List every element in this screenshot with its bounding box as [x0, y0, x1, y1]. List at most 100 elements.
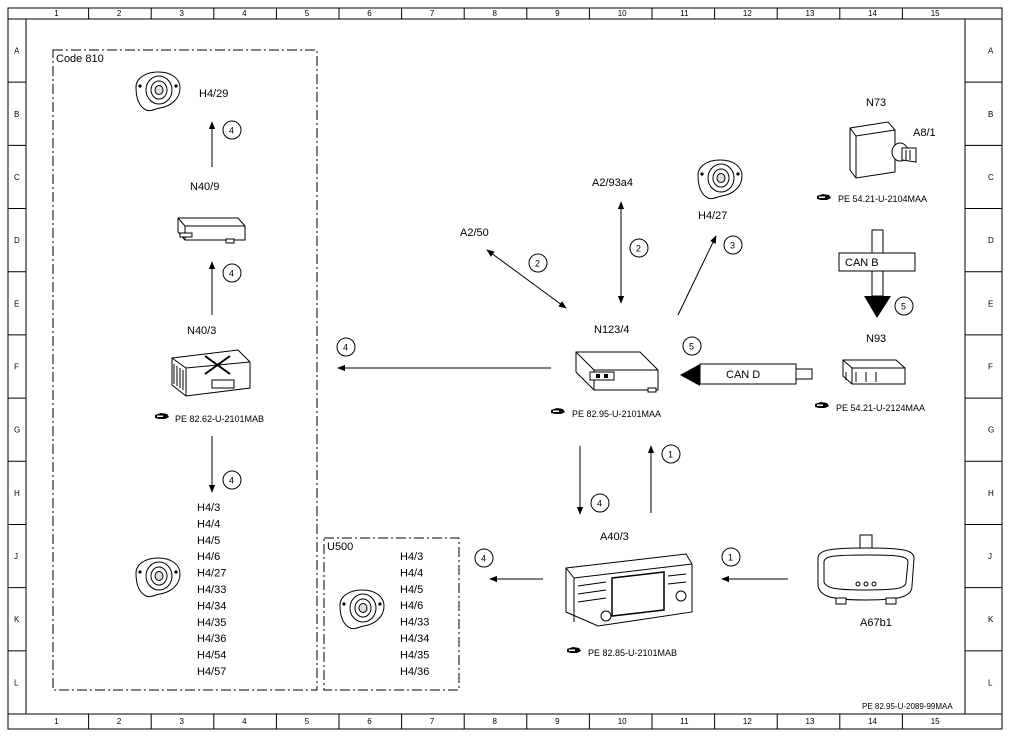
- row-label-right: B: [988, 110, 993, 119]
- marker-4-c: 4: [229, 476, 234, 486]
- marker-4-f: 4: [481, 554, 486, 564]
- label-a67b1: A67b1: [860, 617, 892, 629]
- mirror-microphone-a67b1-icon: [817, 534, 915, 605]
- grid-ticks: [8, 8, 1002, 729]
- grid-labels: 1122334455667788991010111112121313141415…: [14, 9, 994, 726]
- column-label-bottom: 8: [493, 717, 498, 726]
- ref-n73: PE 54.21-U-2104MAA: [838, 194, 927, 204]
- row-label-left: F: [14, 363, 19, 372]
- footer-document-id: PE 82.95-U-2089-99MAA: [862, 702, 953, 711]
- column-label-bottom: 2: [117, 717, 122, 726]
- column-label-top: 13: [806, 9, 815, 18]
- label-h4-29: H4/29: [199, 88, 228, 100]
- column-label-bottom: 6: [367, 717, 372, 726]
- label-h4-27: H4/27: [698, 210, 727, 222]
- code810-label: Code 810: [56, 53, 104, 65]
- marker-2-b: 2: [535, 259, 540, 269]
- row-label-left: H: [14, 489, 20, 498]
- label-a8-1: A8/1: [913, 127, 936, 139]
- label-a2-50: A2/50: [460, 227, 489, 239]
- marker-5-b: 5: [689, 342, 694, 352]
- speaker-list-item: H4/3: [400, 551, 423, 563]
- column-label-bottom: 11: [680, 717, 689, 726]
- column-label-bottom: 10: [618, 717, 627, 726]
- row-label-left: J: [14, 552, 18, 561]
- row-label-right: E: [988, 299, 993, 308]
- speaker-h4-29-icon: [135, 71, 181, 112]
- column-label-top: 10: [618, 9, 627, 18]
- speaker-list-item: H4/4: [197, 518, 220, 530]
- speaker-h4-27-icon: [697, 159, 743, 200]
- marker-4-d: 4: [343, 343, 348, 353]
- speaker-list-item: H4/3: [197, 502, 220, 514]
- column-label-bottom: 9: [555, 717, 560, 726]
- row-label-right: F: [988, 363, 993, 372]
- marker-3: 3: [730, 241, 735, 251]
- label-n123-4: N123/4: [594, 324, 629, 336]
- speaker-list-item: H4/33: [197, 584, 226, 596]
- speaker-list-item: H4/34: [400, 633, 429, 645]
- column-label-top: 11: [680, 9, 689, 18]
- speaker-list-item: H4/34: [197, 600, 226, 612]
- column-label-top: 5: [305, 9, 310, 18]
- label-a40-3: A40/3: [600, 531, 629, 543]
- speaker-list-item: H4/36: [197, 633, 226, 645]
- column-label-top: 3: [180, 9, 185, 18]
- marker-4-e: 4: [597, 499, 602, 509]
- row-label-right: A: [988, 47, 994, 56]
- speaker-list-item: H4/36: [400, 666, 429, 678]
- u500-box: [323, 537, 460, 691]
- marker-4-b: 4: [229, 269, 234, 279]
- gateway-n93-icon: [842, 359, 906, 385]
- row-label-right: D: [988, 236, 994, 245]
- column-label-top: 12: [743, 9, 752, 18]
- label-n93: N93: [866, 333, 886, 345]
- row-label-left: B: [14, 110, 19, 119]
- speaker-group-u500-icon: [339, 589, 385, 630]
- module-n123-4-icon: [575, 351, 659, 393]
- column-label-top: 2: [117, 9, 122, 18]
- column-label-bottom: 14: [868, 717, 877, 726]
- u500-label: U500: [327, 541, 353, 553]
- column-label-bottom: 5: [305, 717, 310, 726]
- speaker-list-item: H4/4: [400, 567, 423, 579]
- speaker-list-item: H4/33: [400, 617, 429, 629]
- speaker-list-item: H4/35: [400, 649, 429, 661]
- ref-a40-3: PE 82.85-U-2101MAB: [588, 648, 677, 658]
- can-d-label: CAN D: [726, 369, 760, 381]
- row-label-left: K: [14, 615, 20, 624]
- marker-1-b: 1: [728, 553, 733, 563]
- amplifier-n40-3-icon: [171, 349, 251, 397]
- row-label-right: C: [988, 173, 994, 182]
- column-label-bottom: 1: [54, 717, 59, 726]
- label-a2-93a4: A2/93a4: [592, 177, 633, 189]
- column-label-bottom: 3: [180, 717, 185, 726]
- module-n40-9-icon: [177, 217, 246, 244]
- column-label-top: 7: [430, 9, 435, 18]
- column-label-bottom: 4: [242, 717, 247, 726]
- column-label-bottom: 7: [430, 717, 435, 726]
- speaker-list-item: H4/5: [197, 535, 220, 547]
- speaker-list-item: H4/35: [197, 617, 226, 629]
- row-label-left: D: [14, 236, 20, 245]
- speaker-list-item: H4/6: [400, 600, 423, 612]
- ref-n40-3: PE 82.62-U-2101MAB: [175, 414, 264, 424]
- marker-2-a: 2: [636, 244, 641, 254]
- row-label-left: C: [14, 173, 20, 182]
- frame: [7, 7, 1003, 730]
- speaker-list-item: H4/54: [197, 650, 226, 662]
- display-a40-3-icon: [565, 553, 693, 627]
- row-label-left: G: [14, 426, 20, 435]
- ignition-switch-n73-icon: [849, 121, 917, 179]
- speaker-list-item: H4/6: [197, 551, 220, 563]
- speaker-list-left: H4/3H4/4H4/5H4/6H4/27H4/33H4/34H4/35H4/3…: [197, 502, 226, 678]
- row-label-right: L: [988, 678, 993, 687]
- can-b-label: CAN B: [845, 257, 879, 269]
- column-label-bottom: 12: [743, 717, 752, 726]
- column-label-top: 1: [54, 9, 59, 18]
- column-label-top: 8: [493, 9, 498, 18]
- row-label-left: E: [14, 299, 19, 308]
- row-label-right: J: [988, 552, 992, 561]
